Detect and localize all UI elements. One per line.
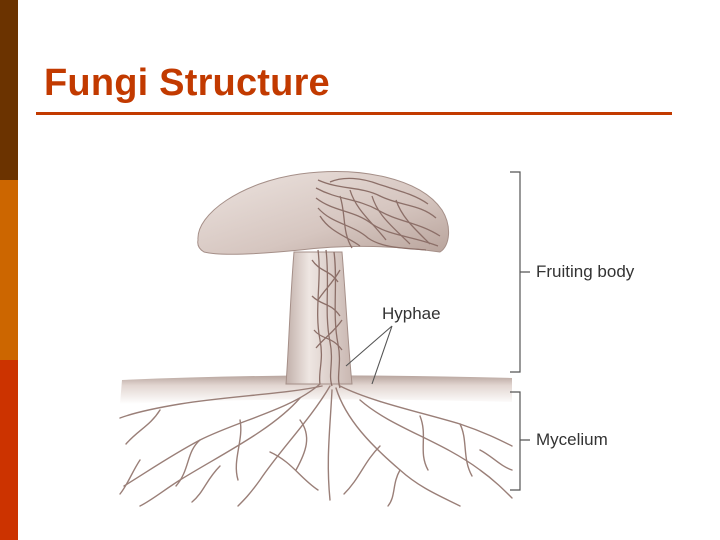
side-bar-top	[0, 0, 18, 180]
label-hyphae: Hyphae	[382, 304, 441, 323]
side-bar-middle	[0, 180, 18, 360]
side-bar-bottom	[0, 360, 18, 540]
title-underline	[36, 112, 672, 115]
slide-title: Fungi Structure	[44, 62, 330, 104]
stem-hyphae	[311, 249, 343, 389]
fruiting-body-bracket	[510, 171, 530, 373]
soil-surface	[120, 375, 512, 404]
cap-hyphae	[315, 177, 441, 251]
hyphae-pointer-lines	[345, 325, 393, 385]
label-fruiting-body: Fruiting body	[536, 262, 635, 281]
mycelium-network	[119, 383, 513, 507]
label-mycelium: Mycelium	[536, 430, 608, 449]
mycelium-bracket	[510, 391, 530, 491]
